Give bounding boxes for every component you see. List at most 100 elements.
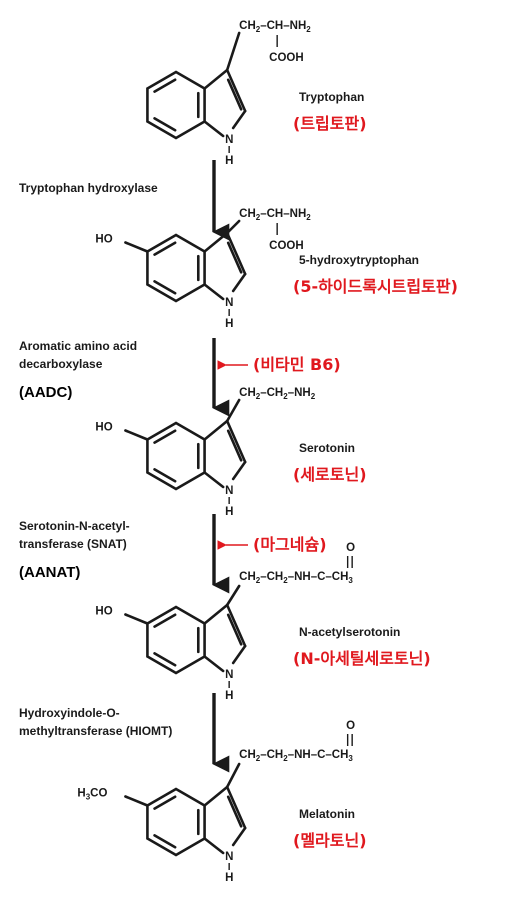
aromatic-double-bond: [153, 795, 177, 810]
pyrrole-bond: [203, 655, 225, 673]
aromatic-double-bond: [153, 613, 177, 628]
methoxy-label: H3CO: [77, 788, 107, 802]
carboxyl-label: COOH: [269, 52, 304, 64]
benzene-ring: [146, 233, 206, 303]
nitrogen-label: N: [225, 485, 233, 497]
compound-name: Melatonin: [299, 807, 355, 821]
hydroxyl-label: HO: [95, 606, 112, 618]
hydrogen-label: H: [225, 690, 233, 702]
nitrogen-label: N: [225, 297, 233, 309]
enzyme-name-continued: transferase (SNAT): [19, 537, 127, 551]
pyrrole-bond: [203, 419, 229, 441]
pyrrole-bond: [203, 283, 225, 301]
aromatic-double-bond: [153, 834, 177, 849]
hydroxyl-label: HO: [95, 234, 112, 246]
pyrrole-bond: [203, 603, 229, 625]
pyrrole-bond: [225, 419, 247, 464]
benzene-ring: [146, 605, 206, 675]
side-chain-label: CH2–CH2–NH–C–CH3: [239, 749, 353, 763]
enzyme-name: Aromatic amino acid: [19, 339, 137, 353]
hydroxyl-bond: [124, 613, 149, 625]
hydrogen-label: H: [225, 155, 233, 167]
pyrrole-bond: [231, 460, 247, 481]
pyrrole-bond: [231, 272, 247, 293]
hydroxyl-bond: [124, 241, 149, 253]
reaction-step-1: Tryptophan hydroxylase: [19, 160, 230, 241]
aromatic-double-bond: [153, 280, 177, 295]
compound-korean-name: (멜라토닌): [293, 831, 367, 850]
aromatic-double-bond: [153, 652, 177, 667]
pyrrole-bond: [203, 231, 229, 253]
side-chain-label: CH2–CH–NH2: [239, 208, 311, 222]
aromatic-double-bond: [153, 241, 177, 256]
hydrogen-label: H: [225, 872, 233, 884]
pyrrole-double-bond: [226, 613, 243, 646]
pyrrole-double-bond: [226, 795, 243, 828]
reaction-step-4: Hydroxyindole-O-methyltransferase (HIOMT…: [19, 693, 230, 773]
hydroxyl-bond: [124, 429, 149, 441]
pyrrole-bond: [225, 68, 247, 113]
compound-korean-name: (5-하이드록시트립토판): [293, 277, 458, 296]
compound-name: N-acetylserotonin: [299, 625, 400, 639]
pyrrole-double-bond: [226, 78, 243, 111]
cofactor-label: (마그네슘): [253, 535, 327, 554]
hydrogen-label: H: [225, 506, 233, 518]
aromatic-double-bond: [153, 468, 177, 483]
carboxyl-label: COOH: [269, 240, 304, 252]
compound-name: 5-hydroxytryptophan: [299, 253, 419, 267]
nitrogen-label: N: [225, 134, 233, 146]
enzyme-abbreviation: (AADC): [19, 384, 72, 401]
compound-korean-name: (트립토판): [293, 114, 367, 133]
benzene-ring: [146, 787, 206, 857]
side-chain-bond: [225, 219, 241, 235]
pyrrole-bond: [203, 785, 229, 807]
enzyme-name: Serotonin-N-acetyl-: [19, 519, 130, 533]
side-chain-bond: [225, 762, 241, 789]
methoxy-bond: [124, 795, 149, 807]
pyrrole-bond: [225, 231, 247, 276]
aromatic-double-bond: [153, 429, 177, 444]
pyrrole-bond: [203, 68, 229, 90]
enzyme-name: Hydroxyindole-O-: [19, 706, 120, 720]
enzyme-name-continued: methyltransferase (HIOMT): [19, 724, 172, 738]
pyrrole-bond: [231, 826, 247, 847]
compound-melatonin: NH H3CO CH2–CH2–NH–C–CH3 O Melatonin (멜라토닌): [77, 720, 366, 884]
side-chain-bond: [225, 584, 241, 607]
side-chain-label: CH2–CH–NH2: [239, 20, 311, 34]
hydrogen-label: H: [225, 318, 233, 330]
pyrrole-bond: [225, 785, 247, 830]
cofactor-label: (비타민 B6): [253, 355, 341, 374]
reaction-step-3: Serotonin-N-acetyl-transferase (SNAT) (AA…: [19, 514, 327, 594]
benzene-ring: [146, 421, 206, 491]
carbonyl-oxygen-label: O: [346, 720, 355, 732]
pyrrole-bond: [225, 603, 247, 648]
pyrrole-double-bond: [226, 429, 243, 462]
side-chain-label: CH2–CH2–NH–C–CH3: [239, 571, 353, 585]
benzene-ring: [146, 70, 206, 140]
pyrrole-bond: [231, 644, 247, 665]
nitrogen-label: N: [225, 669, 233, 681]
pyrrole-bond: [203, 120, 225, 138]
pyrrole-bond: [203, 471, 225, 489]
compound-name: Tryptophan: [299, 90, 364, 104]
aromatic-double-bond: [153, 78, 177, 93]
enzyme-name-continued: decarboxylase: [19, 357, 103, 371]
compound-korean-name: (N-아세틸세로토닌): [293, 649, 431, 668]
nitrogen-label: N: [225, 851, 233, 863]
hydroxyl-label: HO: [95, 422, 112, 434]
pyrrole-bond: [231, 109, 247, 130]
enzyme-abbreviation: (AANAT): [19, 564, 80, 581]
compound-n-acetylserotonin: NH HO CH2–CH2–NH–C–CH3 O N-acetylserotonin (N…: [95, 542, 430, 702]
carbonyl-oxygen-label: O: [346, 542, 355, 554]
compound-korean-name: (세로토닌): [293, 465, 367, 484]
side-chain-bond: [225, 398, 241, 423]
enzyme-name: Tryptophan hydroxylase: [19, 181, 158, 195]
reaction-step-2: Aromatic amino acid decarboxylase (AADC) (비…: [19, 338, 341, 417]
pyrrole-double-bond: [226, 241, 243, 274]
aromatic-double-bond: [153, 117, 177, 132]
side-chain-label: CH2–CH2–NH2: [239, 387, 316, 401]
